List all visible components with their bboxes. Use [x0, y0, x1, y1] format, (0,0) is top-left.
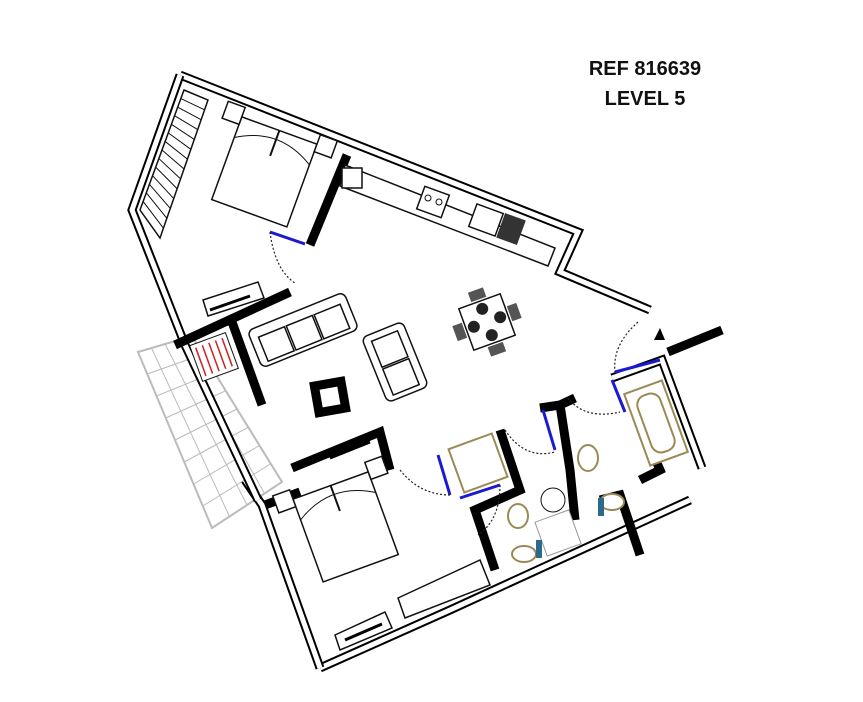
- wardrobe-hanger-line: [167, 132, 192, 150]
- sanitary: [507, 444, 625, 563]
- wardrobe-hanger-line: [164, 141, 188, 160]
- wardrobe-hanger-line: [158, 158, 181, 180]
- walls: [127, 70, 724, 673]
- coffee-table: [309, 376, 351, 418]
- wardrobe-hanger-line: [152, 175, 175, 199]
- fireplace: [189, 332, 239, 382]
- floor-level: LEVEL 5: [604, 88, 686, 110]
- shower: [447, 432, 509, 494]
- wardrobe-hanger-line: [171, 123, 195, 140]
- sofa: [248, 293, 358, 367]
- wardrobe-hanger-line: [177, 106, 202, 121]
- reference-number: REF 816639: [588, 58, 702, 80]
- wardrobe-hanger-line: [155, 166, 178, 190]
- entrance-arrow-icon: [654, 328, 665, 340]
- tv-unit-living: [202, 281, 265, 317]
- wardrobe-hanger-line: [142, 201, 164, 229]
- wardrobe-hanger-line: [180, 98, 205, 111]
- dining-set: [452, 287, 522, 357]
- loveseat: [362, 322, 428, 402]
- balcony-tile-line: [164, 343, 248, 506]
- bathtub: [622, 379, 690, 467]
- balcony-tile-line: [151, 347, 230, 517]
- kitchen-counter: [339, 163, 556, 267]
- wardrobe-hanger-line: [161, 149, 185, 170]
- doors: [269, 230, 661, 536]
- bed-bedroom-1: [210, 100, 339, 228]
- bed-bedroom-2: [271, 455, 400, 583]
- wardrobe-hanger-line: [174, 115, 198, 131]
- wardrobe-bedroom-1: [139, 89, 209, 240]
- wardrobe-hanger-line: [149, 183, 171, 209]
- wardrobe-hanger-line: [145, 192, 168, 219]
- wardrobe-bedroom-2: [397, 558, 491, 619]
- tv-unit-bedroom-2: [329, 440, 393, 652]
